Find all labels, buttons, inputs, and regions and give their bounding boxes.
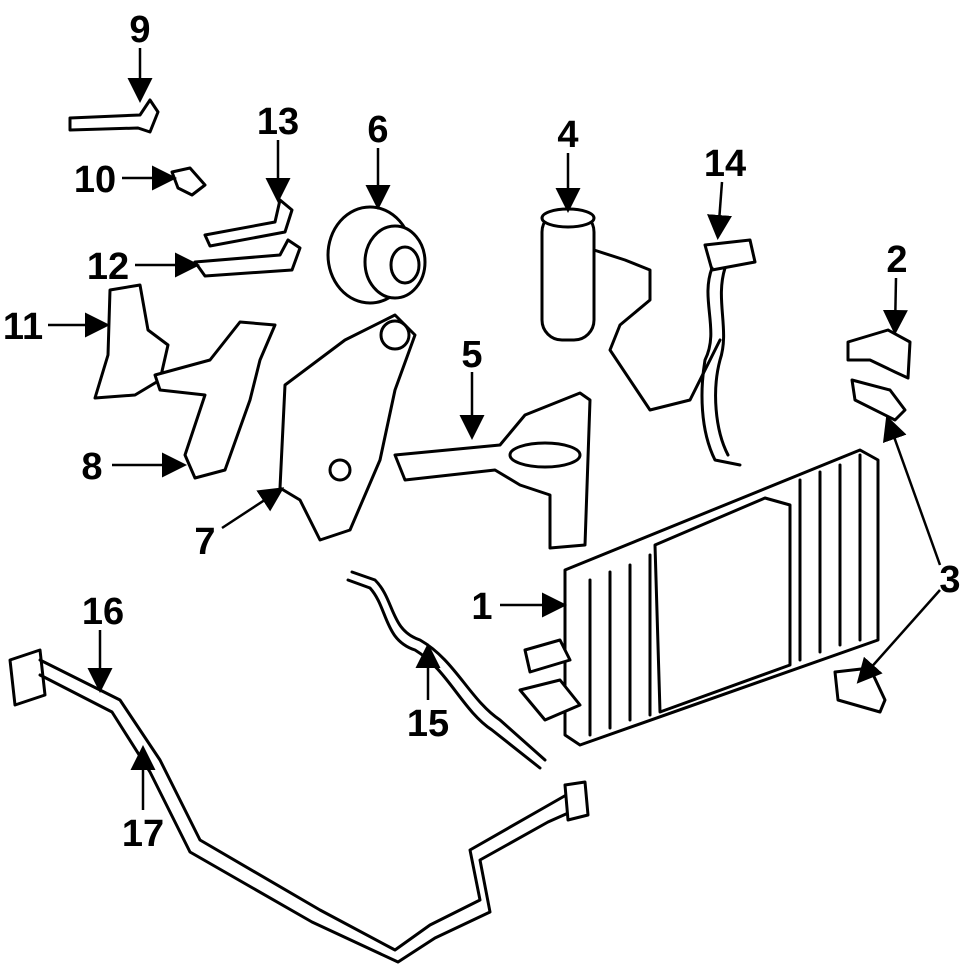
callout-13: 13 [257, 101, 299, 143]
callout-5: 5 [461, 334, 482, 376]
part-2-bracket [846, 328, 912, 380]
part-12-strap [193, 238, 302, 278]
part-5-accumulator-bracket [393, 391, 592, 550]
callout-1: 1 [471, 586, 492, 628]
callout-4: 4 [557, 114, 578, 156]
callout-9: 9 [129, 9, 150, 51]
part-10-clip [170, 166, 207, 197]
callout-14: 14 [704, 143, 746, 185]
part-16-17-lines [8, 648, 590, 964]
part-4-accumulator [540, 207, 722, 412]
part-1-condenser [518, 448, 880, 747]
callout-15: 15 [407, 703, 449, 745]
part-13-strap [203, 198, 294, 248]
callout-2: 2 [886, 239, 907, 281]
callout-11: 11 [3, 306, 43, 348]
part-7-mount-bracket [278, 313, 417, 542]
callout-16: 16 [82, 591, 124, 633]
callout-3: 3 [939, 559, 960, 601]
part-6-compressor-clutch [326, 205, 427, 305]
part-3-insulator-upper [850, 378, 907, 422]
callout-8: 8 [81, 446, 102, 488]
callout-12: 12 [87, 246, 129, 288]
callout-10: 10 [74, 159, 116, 201]
part-8-bracket [153, 320, 277, 480]
callout-17: 17 [122, 813, 164, 855]
callout-6: 6 [367, 109, 388, 151]
part-3-insulator-lower [833, 666, 887, 714]
part-9-bracket [68, 98, 160, 134]
part-14-hose [700, 238, 757, 467]
callout-arrows [48, 48, 942, 810]
part-15-tube [346, 570, 547, 770]
callout-7: 7 [194, 521, 215, 563]
